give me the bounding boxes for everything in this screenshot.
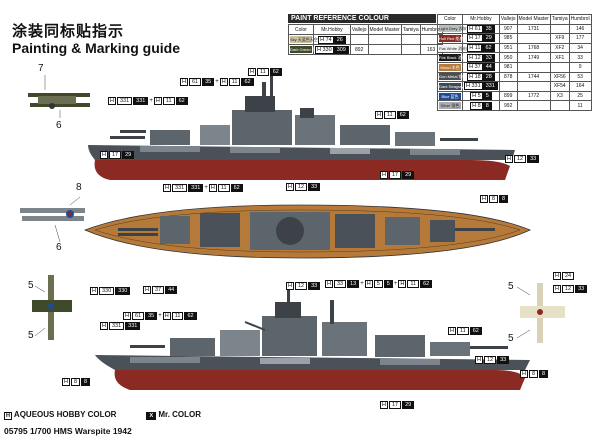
aircraft-top-view-right [520, 283, 565, 343]
aircraft-mid-left [20, 208, 85, 221]
colour-reference-table: Color Mr.Hobby Vallejo Model Master Tami… [437, 14, 592, 111]
color-swatch: Wood 木色 [439, 63, 461, 71]
page-title-cn: 涂装同标贴指示 [12, 22, 125, 40]
aircraft-label-8: 8 [76, 182, 82, 193]
color-swatch: Blue 蓝色 [439, 92, 461, 100]
aircraft-label-5c: 5 [508, 281, 514, 292]
footer-title: 05795 1/700 HMS Warspite 1942 [4, 426, 132, 436]
legend-mr-color: X Mr. COLOR [146, 410, 201, 420]
color-swatch: Flat White 消光白 [439, 44, 471, 52]
aircraft-top-view-left [32, 275, 72, 340]
side-profile-top [88, 70, 515, 180]
color-swatch: Sky 天蓝色天空色 [290, 36, 322, 43]
color-swatch: Dark Seagray 暗海灰 [439, 82, 477, 90]
side-profile-bottom [95, 285, 530, 390]
legend-aqueous: H AQUEOUS HOBBY COLOR [4, 410, 117, 420]
aircraft-label-5a: 5 [28, 280, 34, 291]
aircraft-label-6: 6 [56, 120, 62, 131]
top-view-ship [83, 204, 531, 259]
aircraft-label-7: 7 [38, 63, 44, 74]
aircraft-label-5b: 5 [28, 330, 34, 341]
color-swatch: Silver 银色 [439, 102, 461, 110]
paint-reference-header: PAINT REFERENCE COLOUR [288, 14, 436, 23]
color-swatch: Light Grey 浅灰色 [439, 25, 471, 33]
color-swatch: Dark Green 深绿色 [290, 46, 324, 53]
paint-table-header-row: Color Mr.Hobby Vallejo Model Master Tami… [288, 24, 443, 35]
color-swatch: Gun Metal 钢色 [439, 73, 467, 81]
aircraft-label-6b: 6 [56, 242, 62, 253]
paint-reference-table: Color Mr.Hobby Vallejo Model Master Tami… [288, 24, 443, 55]
legend: H AQUEOUS HOBBY COLOR X Mr. COLOR [4, 410, 201, 420]
color-swatch: Hull Red 船底红 [439, 34, 468, 42]
color-swatch: Flat Black 消光黑 [439, 54, 470, 62]
aircraft-top-left [28, 93, 90, 109]
aircraft-label-5d: 5 [508, 333, 514, 344]
leader-lines [34, 75, 531, 339]
page-title-en: Painting & Marking guide [12, 40, 181, 56]
